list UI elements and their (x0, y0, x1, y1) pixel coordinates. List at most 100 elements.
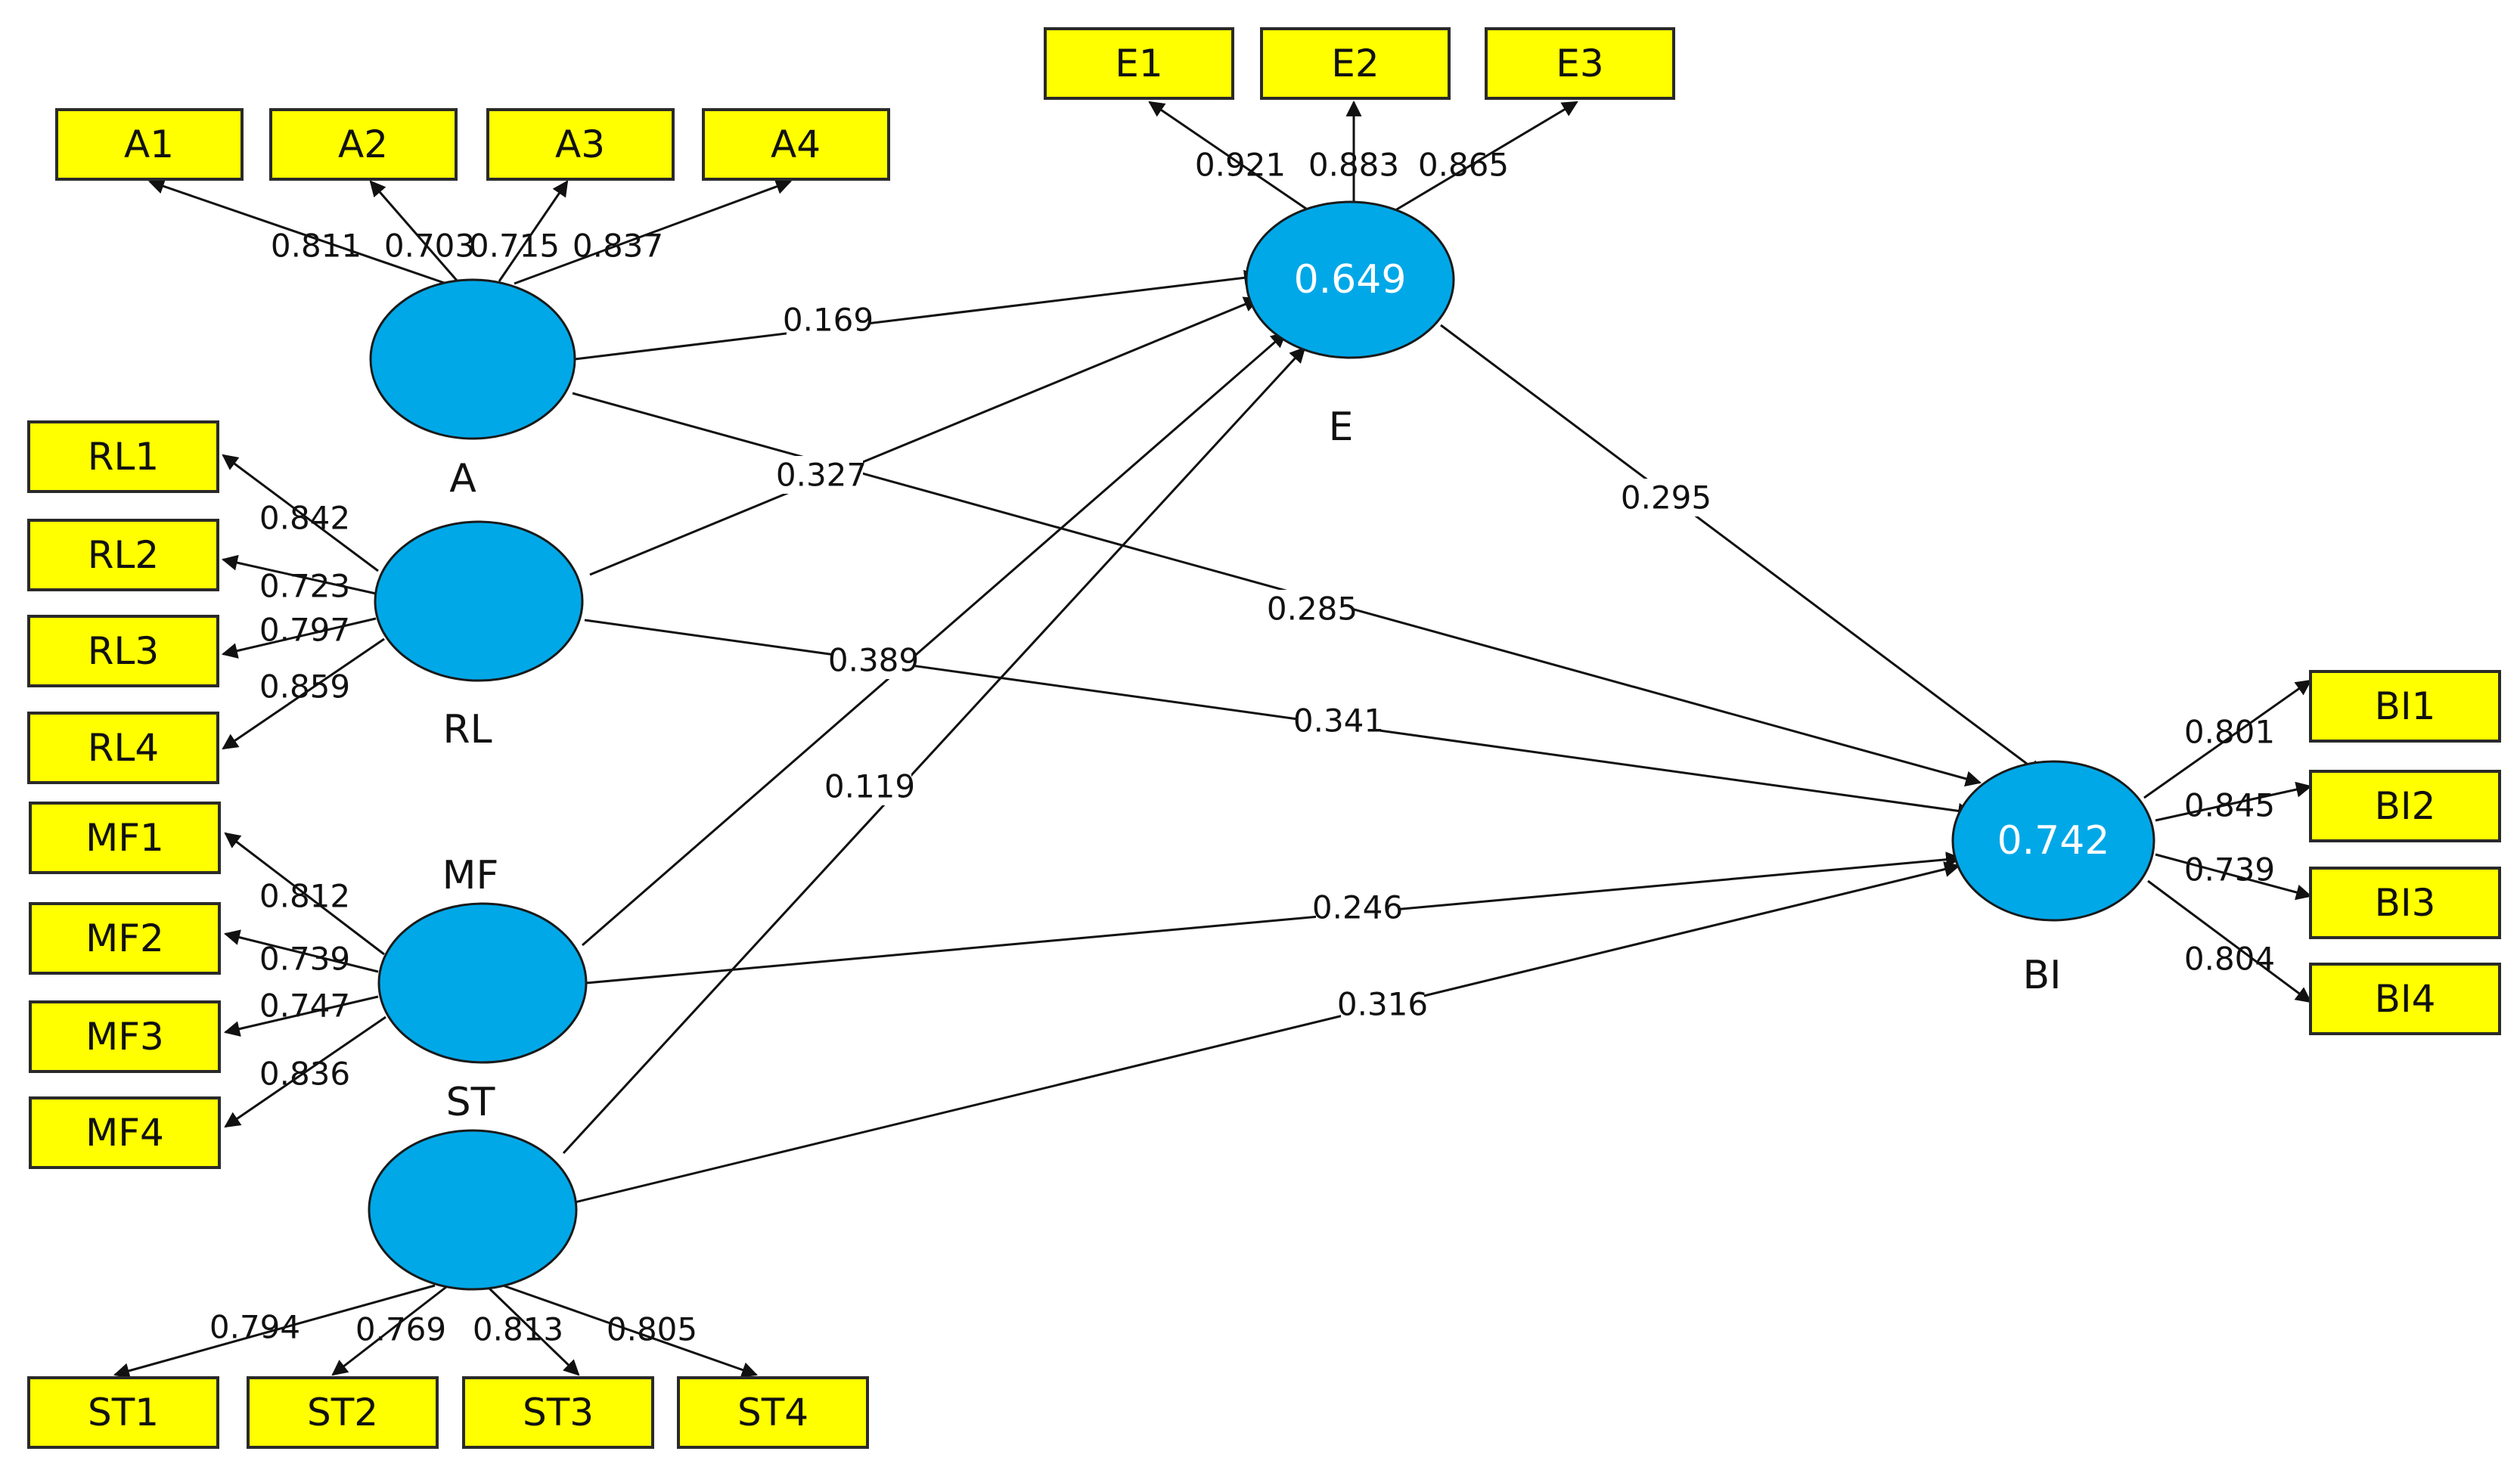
path-coefficient-a-bi: 0.285 (1267, 591, 1358, 628)
indicator-e1[interactable]: E1 (1044, 27, 1234, 100)
indicator-label: MF3 (85, 1015, 164, 1059)
arrow-mf-mf3 (223, 995, 379, 1037)
loading-a1: 0.811 (271, 228, 362, 265)
indicator-bi3[interactable]: BI3 (2309, 867, 2501, 939)
latent-bi[interactable]: 0.742 BI (1951, 760, 2155, 998)
indicator-a2[interactable]: A2 (269, 108, 458, 181)
latent-constructs: A RL MF ST 0.649 E 0.742 BI (368, 200, 2155, 1291)
loading-mf2: 0.739 (259, 941, 350, 978)
arrow-mf-mf4 (224, 1016, 386, 1128)
latent-name: MF (442, 853, 499, 898)
path-mf-to-e (582, 331, 1287, 947)
path-mf-to-bi (585, 851, 1963, 985)
indicator-mf3[interactable]: MF3 (29, 1000, 221, 1073)
path-coefficient-rl-e: 0.327 (776, 457, 867, 494)
indicator-rl3[interactable]: RL3 (27, 615, 219, 687)
latent-a[interactable]: A (369, 278, 576, 501)
latent-name: A (449, 456, 476, 501)
indicator-label: ST1 (88, 1391, 159, 1434)
path-coefficients: 0.169 0.327 0.389 0.119 0.285 0.341 0.24… (776, 301, 1712, 1023)
indicator-label: MF4 (85, 1111, 164, 1155)
indicator-st1[interactable]: ST1 (27, 1376, 219, 1449)
latent-name: ST (446, 1080, 495, 1125)
indicator-bi1[interactable]: BI1 (2309, 670, 2501, 743)
loading-st4: 0.805 (607, 1311, 697, 1348)
indicator-rl2[interactable]: RL2 (27, 519, 219, 591)
path-st-to-e (562, 346, 1306, 1155)
loading-a3: 0.715 (469, 228, 560, 265)
indicator-e2[interactable]: E2 (1260, 27, 1451, 100)
latent-r2: 0.742 (1997, 818, 2110, 864)
arrow-rl-rl3 (221, 617, 377, 659)
indicators: A1 A2 A3 A4 RL1 RL2 RL3 RL4 MF1 MF2 MF3 … (27, 27, 2501, 1449)
arrow-st-st3 (486, 1285, 580, 1376)
loading-rl1: 0.842 (259, 500, 350, 537)
loading-a4: 0.837 (573, 228, 663, 265)
loading-rl4: 0.859 (259, 668, 350, 706)
loading-bi1: 0.801 (2184, 714, 2275, 751)
arrow-bi-bi3 (2155, 853, 2313, 901)
loading-e3: 0.865 (1418, 147, 1509, 184)
loading-e2: 0.883 (1308, 147, 1399, 184)
indicator-label: BI1 (2375, 684, 2436, 728)
latent-name: RL (442, 707, 492, 752)
indicator-e3[interactable]: E3 (1485, 27, 1675, 100)
arrow-bi-bi2 (2155, 781, 2313, 822)
path-coefficient-st-bi: 0.316 (1337, 986, 1428, 1023)
indicator-mf4[interactable]: MF4 (29, 1096, 221, 1169)
indicator-mf2[interactable]: MF2 (29, 902, 221, 975)
path-e-to-bi (1440, 324, 2044, 777)
loading-rl3: 0.797 (259, 612, 350, 649)
indicator-st4[interactable]: ST4 (677, 1376, 869, 1449)
path-coefficient-mf-e: 0.389 (828, 642, 919, 679)
indicator-label: ST2 (307, 1391, 378, 1434)
arrow-bi-bi4 (2147, 879, 2312, 1003)
path-coefficient-rl-bi: 0.341 (1293, 702, 1384, 740)
arrow-rl-rl1 (222, 454, 379, 572)
outer-loadings: 0.811 0.703 0.715 0.837 0.842 0.723 0.79… (209, 147, 2275, 1348)
indicator-label: MF1 (85, 816, 164, 860)
indicator-label: A1 (124, 122, 174, 166)
indicator-label: MF2 (85, 916, 164, 960)
loading-rl2: 0.723 (259, 568, 350, 605)
indicator-st2[interactable]: ST2 (247, 1376, 439, 1449)
indicator-label: BI4 (2375, 977, 2436, 1021)
loading-st3: 0.813 (473, 1311, 563, 1348)
indicator-label: E1 (1115, 42, 1162, 85)
loading-mf4: 0.836 (259, 1056, 350, 1093)
latent-mf[interactable]: MF (377, 853, 588, 1064)
latent-st[interactable]: ST (368, 1080, 578, 1291)
indicator-rl4[interactable]: RL4 (27, 712, 219, 784)
latent-name: E (1329, 405, 1354, 450)
indicator-st3[interactable]: ST3 (462, 1376, 654, 1449)
indicator-label: ST4 (737, 1391, 808, 1434)
loading-bi3: 0.739 (2184, 851, 2275, 889)
indicator-a3[interactable]: A3 (486, 108, 675, 181)
path-st-to-bi (574, 861, 1961, 1204)
indicator-mf1[interactable]: MF1 (29, 802, 221, 874)
loading-mf1: 0.812 (259, 878, 350, 915)
indicator-a1[interactable]: A1 (55, 108, 244, 181)
indicator-bi2[interactable]: BI2 (2309, 770, 2501, 842)
indicator-a4[interactable]: A4 (702, 108, 890, 181)
indicator-bi4[interactable]: BI4 (2309, 963, 2501, 1035)
arrow-e-e1 (1148, 101, 1309, 212)
arrow-st-st2 (331, 1285, 447, 1376)
arrow-e-e3 (1395, 101, 1578, 212)
latent-e[interactable]: 0.649 E (1245, 200, 1455, 450)
indicator-label: E2 (1331, 42, 1379, 85)
indicator-rl1[interactable]: RL1 (27, 420, 219, 493)
arrow-mf-mf2 (223, 929, 379, 973)
path-coefficient-e-bi: 0.295 (1621, 479, 1712, 516)
path-coefficient-a-e: 0.169 (783, 302, 874, 339)
arrow-st-st4 (502, 1284, 758, 1378)
latent-rl[interactable]: RL (374, 520, 584, 752)
arrow-rl-rl4 (222, 637, 385, 750)
arrow-bi-bi1 (2143, 679, 2312, 799)
indicator-label: RL4 (88, 726, 159, 770)
indicator-label: RL1 (88, 435, 159, 479)
loading-st2: 0.769 (355, 1311, 446, 1348)
arrow-a-a4 (514, 178, 792, 285)
